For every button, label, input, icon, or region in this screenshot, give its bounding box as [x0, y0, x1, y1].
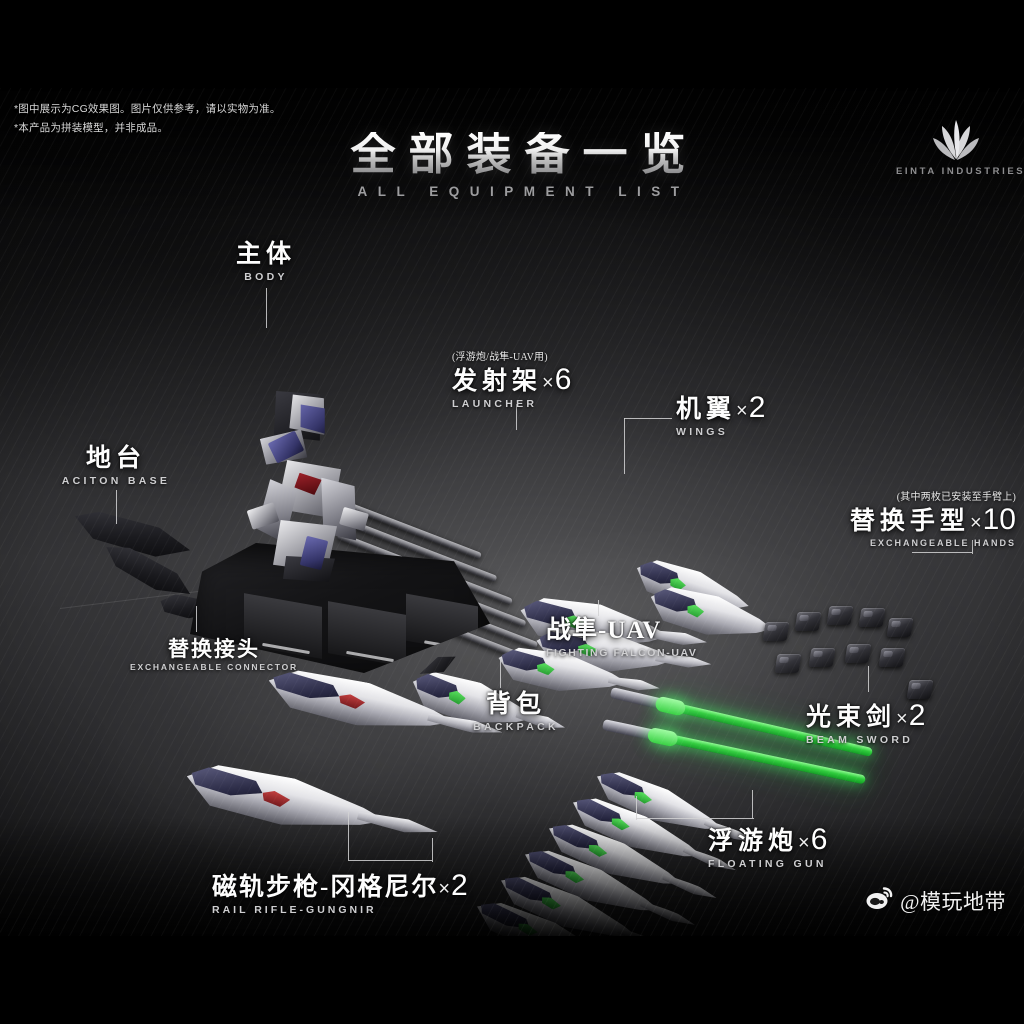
multiply-symbol: × [438, 878, 452, 900]
label-backpack-en: BACKPACK [473, 720, 559, 733]
label-uav-cn: 战隼-UAV [546, 617, 662, 644]
label-sword-en: BEAM SWORD [806, 733, 914, 746]
letterbox-top [0, 0, 1024, 88]
label-launcher-note: (浮游炮/战隼-UAV用) [452, 352, 548, 363]
label-connector-en: EXCHANGEABLE CONNECTOR [130, 662, 298, 673]
label-exchangeable-hands: (其中两枚已安装至手臂上) 替换手型×10 EXCHANGEABLE HANDS [760, 488, 1016, 548]
label-launcher-en: LAUNCHER [452, 397, 538, 410]
label-wings: 机翼×2 WINGS [676, 392, 765, 438]
label-action-base-en: ACITON BASE [61, 474, 171, 487]
label-action-base: 地台 ACITON BASE [48, 445, 184, 487]
weibo-icon [866, 887, 893, 915]
page-title-cn: 全部装备一览 [318, 132, 718, 177]
label-wings-en: WINGS [676, 425, 729, 438]
page-title-en: ALL EQUIPMENT LIST [357, 184, 690, 199]
label-launcher-qty: 6 [554, 363, 572, 396]
label-floating-qty: 6 [810, 823, 828, 856]
label-uav-en: FIGHTING FALCON-UAV [546, 646, 698, 659]
label-floating-cn: 浮游炮 [708, 828, 799, 855]
label-hands-cn: 替换手型 [849, 508, 970, 535]
label-wings-cn: 机翼 [676, 396, 737, 423]
letterbox-bottom [0, 936, 1024, 1024]
label-rifle-en: RAIL RIFLE-GUNGNIR [212, 903, 377, 916]
multiply-symbol: × [798, 832, 811, 854]
label-exchangeable-connector: 替换接头 EXCHANGEABLE CONNECTOR [126, 638, 302, 672]
label-body: 主体 BODY [196, 241, 336, 283]
trident-leaf-logo-icon [896, 118, 1016, 162]
multiply-symbol: × [736, 400, 749, 422]
label-backpack: 背包 BACKPACK [452, 691, 580, 733]
multiply-symbol: × [969, 512, 983, 534]
label-hands-en: EXCHANGEABLE HANDS [869, 537, 1016, 548]
label-sword-qty: 2 [908, 699, 926, 732]
page-title: 全部装备一览 ALL EQUIPMENT LIST [318, 132, 718, 200]
label-body-en: BODY [244, 270, 288, 283]
label-launcher-cn: 发射架 [452, 368, 543, 395]
label-sword-cn: 光束剑 [806, 704, 897, 731]
multiply-symbol: × [896, 708, 909, 730]
label-launcher: (浮游炮/战隼-UAV用) 发射架×6 LAUNCHER [452, 348, 571, 410]
disclaimer-line-2: *本产品为拼装模型，并非成品。 [14, 122, 169, 135]
brand-name: EINTA INDUSTRIES [896, 166, 1024, 177]
brand-logo: EINTA INDUSTRIES [896, 118, 1024, 177]
label-fighting-falcon-uav: 战隼-UAV FIGHTING FALCON-UAV [546, 617, 698, 659]
label-wings-qty: 2 [748, 391, 766, 424]
label-body-cn: 主体 [235, 241, 296, 268]
watermark-handle: @模玩地带 [900, 890, 1006, 914]
label-floating-en: FLOATING GUN [708, 857, 827, 870]
multiply-symbol: × [542, 372, 555, 394]
label-rail-rifle: 磁轨步枪-冈格尼尔×2 RAIL RIFLE-GUNGNIR [212, 870, 468, 916]
label-hands-qty: 10 [982, 503, 1016, 536]
label-rifle-qty: 2 [451, 869, 468, 902]
disclaimer-line-1: *图中展示为CG效果图。图片仅供参考，请以实物为准。 [14, 103, 281, 115]
disclaimer-notes: *图中展示为CG效果图。图片仅供参考，请以实物为准。 *本产品为拼装模型，并非成… [14, 100, 281, 139]
label-backpack-cn: 背包 [485, 691, 546, 718]
mech-body-part [243, 388, 373, 588]
label-action-base-cn: 地台 [85, 445, 146, 472]
label-rifle-cn: 磁轨步枪-冈格尼尔 [212, 874, 439, 901]
watermark: @模玩地带 [866, 886, 1006, 916]
label-connector-cn: 替换接头 [168, 637, 260, 661]
label-beam-sword: 光束剑×2 BEAM SWORD [806, 700, 925, 746]
label-floating-gun: 浮游炮×6 FLOATING GUN [708, 824, 827, 870]
label-hands-note: (其中两枚已安装至手臂上) [896, 492, 1016, 503]
